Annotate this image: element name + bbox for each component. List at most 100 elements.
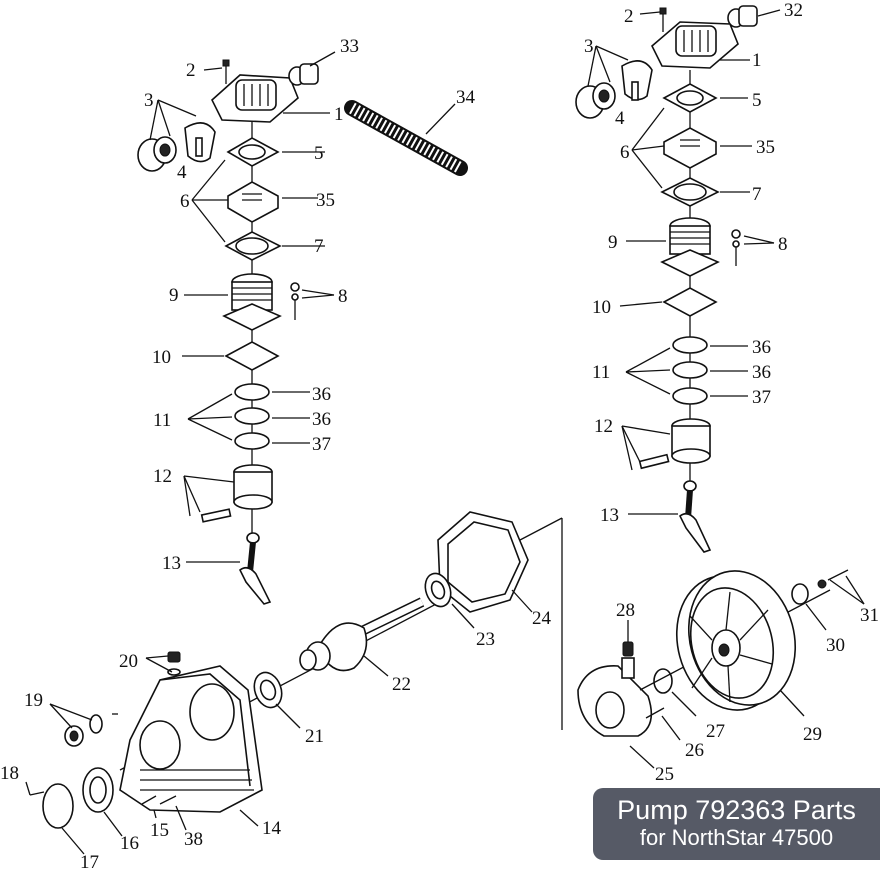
callout-label: 2 xyxy=(624,6,634,27)
callout-label: 36 xyxy=(312,384,331,405)
rear-cover-gasket-part xyxy=(437,511,529,613)
ring-lower-part xyxy=(234,432,270,450)
callout-label: 14 xyxy=(262,818,282,839)
valve-plate-part xyxy=(227,181,279,223)
callout-label: 26 xyxy=(685,740,704,761)
callout-label: 37 xyxy=(312,434,331,455)
callout-label: 36 xyxy=(312,409,331,430)
callout-label: 17 xyxy=(80,852,99,870)
callout-label: 36 xyxy=(752,337,771,358)
front-housing-part xyxy=(577,657,653,737)
callout-label: 7 xyxy=(752,184,762,205)
cylinder-part xyxy=(222,273,282,331)
ring-upper-part xyxy=(234,383,270,401)
callout-label: 24 xyxy=(532,608,552,629)
connecting-rod-part xyxy=(238,532,272,605)
callout-label: 27 xyxy=(706,721,725,742)
piston-part xyxy=(200,464,273,523)
cylinder-bolt-part xyxy=(731,229,741,266)
bearing-front-part xyxy=(253,671,283,709)
callout-label: 5 xyxy=(314,143,324,164)
callout-label: 23 xyxy=(476,629,495,650)
ring-lower-part xyxy=(672,387,708,405)
callout-label: 33 xyxy=(340,36,359,57)
callout-label: 16 xyxy=(120,833,139,854)
callout-label: 12 xyxy=(153,466,172,487)
callout-label: 36 xyxy=(752,362,771,383)
left-callouts: 2 33 3 4 1 34 5 6 35 7 9 8 10 11 36 36 3… xyxy=(144,36,476,574)
elbow-fitting-part xyxy=(727,5,758,28)
elbow-fitting-part xyxy=(288,63,319,86)
flywheel-bolt-part xyxy=(817,569,849,589)
callout-label: 2 xyxy=(186,60,196,81)
cylinder-head-part xyxy=(211,74,299,123)
cylinder-part xyxy=(660,217,720,277)
callout-label: 22 xyxy=(392,674,411,695)
callout-label: 13 xyxy=(162,553,181,574)
callout-label: 30 xyxy=(826,635,845,656)
left-cylinder-assembly xyxy=(137,59,468,605)
callout-label: 12 xyxy=(594,416,613,437)
gasket-5-part xyxy=(226,137,280,167)
cylinder-bolt-part xyxy=(290,282,300,320)
gasket-10-part xyxy=(224,341,280,371)
callout-label: 5 xyxy=(752,90,762,111)
crankcase-callouts: 24 23 22 28 31 30 20 19 21 27 29 26 25 1… xyxy=(0,600,879,870)
badge-subtitle: for NorthStar 47500 xyxy=(639,825,834,850)
hose-part xyxy=(344,100,468,176)
callout-label: 19 xyxy=(24,690,43,711)
callout-label: 9 xyxy=(608,232,618,253)
callout-label: 29 xyxy=(803,724,822,745)
air-filter-part xyxy=(575,60,653,119)
head-bolt-part xyxy=(222,59,230,84)
callout-label: 31 xyxy=(860,605,879,626)
callout-label: 11 xyxy=(592,362,610,383)
cylinder-head-part xyxy=(651,21,739,69)
callout-label: 15 xyxy=(150,820,169,841)
title-badge: Pump 792363 Parts for NorthStar 47500 xyxy=(593,788,880,860)
leader-lines xyxy=(25,9,865,855)
right-cylinder-assembly xyxy=(575,5,758,553)
right-callouts: 2 32 3 1 5 4 6 35 7 9 8 10 11 36 36 37 1… xyxy=(584,0,803,526)
bearing-rear-part xyxy=(424,572,452,608)
callout-label: 18 xyxy=(0,763,19,784)
ring-upper-part xyxy=(672,336,708,354)
crankshaft-part xyxy=(299,597,425,672)
end-cover-part xyxy=(42,767,114,829)
callout-label: 11 xyxy=(153,410,171,431)
callout-label: 10 xyxy=(152,347,171,368)
gasket-10-part xyxy=(662,287,718,317)
callout-label: 7 xyxy=(314,236,324,257)
callout-label: 13 xyxy=(600,505,619,526)
callout-label: 25 xyxy=(655,764,674,785)
valve-plate-part xyxy=(663,127,717,169)
callout-label: 8 xyxy=(338,286,348,307)
callout-label: 8 xyxy=(778,234,788,255)
piston-part xyxy=(638,418,711,470)
callout-label: 37 xyxy=(752,387,771,408)
flywheel-washer-part xyxy=(791,583,809,605)
callout-label: 28 xyxy=(616,600,635,621)
callout-label: 35 xyxy=(756,137,775,158)
callout-label: 34 xyxy=(456,87,476,108)
callout-label: 38 xyxy=(184,829,203,850)
gasket-5-part xyxy=(662,83,718,113)
callout-label: 1 xyxy=(334,104,344,125)
housing-plug-part xyxy=(622,641,634,657)
ring-middle-part xyxy=(234,407,270,425)
callout-label: 6 xyxy=(620,142,630,163)
callout-label: 32 xyxy=(784,0,803,21)
callout-label: 4 xyxy=(177,162,187,183)
crankcase-part xyxy=(119,665,263,813)
connecting-rod-part xyxy=(678,480,712,553)
gasket-7-part xyxy=(660,177,720,207)
head-bolt-part xyxy=(659,7,667,32)
crankcase-bolt-part xyxy=(141,795,177,805)
callout-label: 21 xyxy=(305,726,324,747)
callout-label: 1 xyxy=(752,50,762,71)
callout-label: 20 xyxy=(119,651,138,672)
badge-title: Pump 792363 Parts xyxy=(617,795,856,825)
callout-label: 3 xyxy=(144,90,154,111)
